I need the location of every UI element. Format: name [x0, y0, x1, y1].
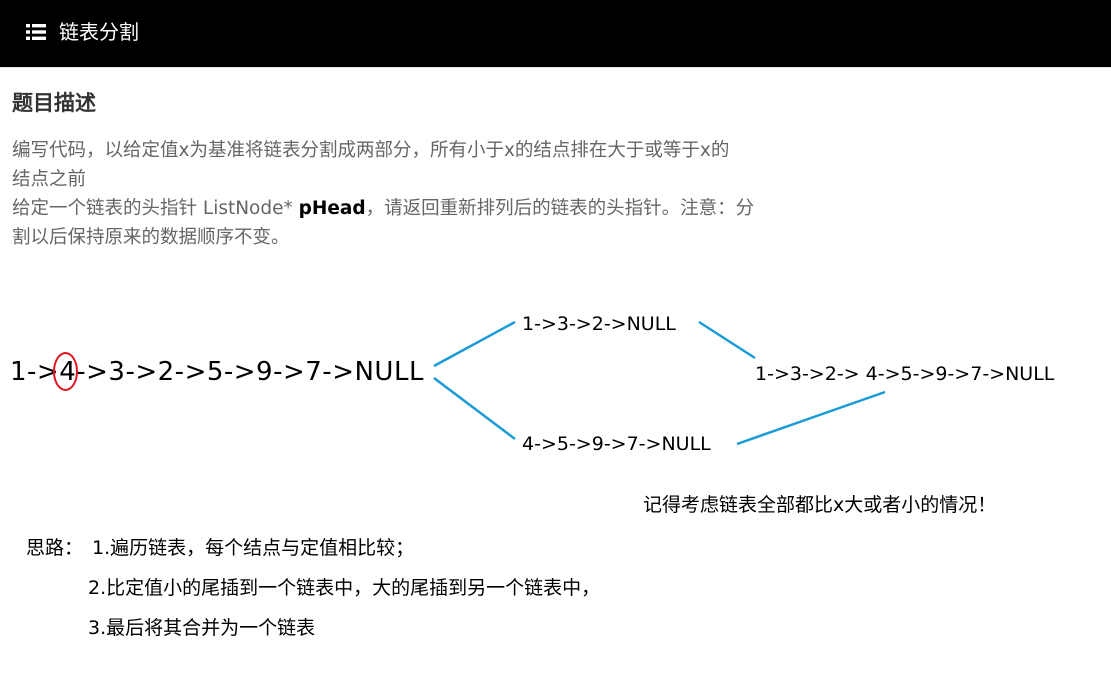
description-line-1: 编写代码，以给定值x为基准将链表分割成两部分，所有小于x的结点排在大于或等于x的 — [12, 140, 730, 161]
section-title: 题目描述 — [12, 91, 96, 115]
merged-list: 1->3->2-> 4->5->9->7->NULL — [755, 363, 1055, 385]
edge-case-note: 记得考虑链表全部都比x大或者小的情况！ — [643, 494, 997, 516]
arrow-to-large-list — [433, 377, 516, 440]
list-icon[interactable] — [26, 24, 46, 40]
arrow-small-to-merged — [698, 320, 756, 360]
arrow-to-small-list — [433, 320, 516, 368]
description-text: ，请返回重新排列后的链表的头指针。注意：分 — [365, 198, 755, 219]
description-line-3: 给定一个链表的头指针 ListNode* pHead，请返回重新排列后的链表的头… — [12, 197, 754, 221]
idea-step-3: 3.最后将其合并为一个链表 — [88, 617, 316, 639]
original-list-prefix: 1-> — [10, 357, 60, 387]
idea-step-1: 1.遍历链表，每个结点与定值相比较； — [92, 537, 415, 559]
idea-label: 思路： — [26, 537, 84, 559]
arrow-large-to-merged — [736, 390, 886, 446]
original-list-suffix: ->3->2->5->9->7->NULL — [76, 357, 424, 387]
description-line-2: 结点之前 — [12, 169, 87, 190]
phead-keyword: pHead — [298, 198, 366, 219]
page-title: 链表分割 — [59, 20, 139, 44]
small-values-list: 1->3->2->NULL — [522, 313, 676, 335]
large-values-list: 4->5->9->7->NULL — [522, 433, 711, 455]
pivot-highlight-circle — [53, 352, 78, 391]
idea-step-2: 2.比定值小的尾插到一个链表中，大的尾插到另一个链表中， — [88, 577, 601, 599]
description-text: 给定一个链表的头指针 ListNode* — [12, 198, 299, 219]
description-line-4: 割以后保持原来的数据顺序不变。 — [12, 227, 290, 248]
header-divider — [0, 67, 1111, 68]
header-bar: 链表分割 — [0, 0, 1111, 67]
